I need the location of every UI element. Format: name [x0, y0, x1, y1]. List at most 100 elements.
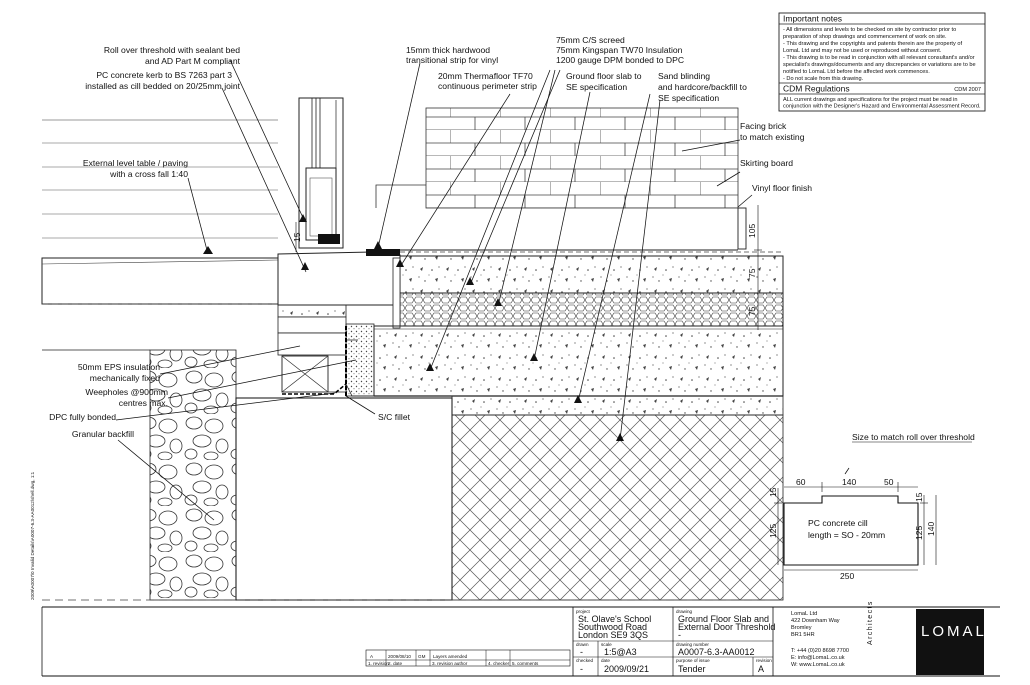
purpose-value: Tender [678, 664, 706, 674]
revision-row-cell: Layers amended [433, 654, 468, 659]
label-hardwood-strip: 15mm thick hardwood [406, 45, 490, 55]
revision-label: revision [756, 658, 772, 663]
kingspan-insulation [399, 292, 784, 327]
dim-cill-125-left: 125 [768, 524, 778, 538]
label-vinyl-floor: Vinyl floor finish [752, 183, 812, 193]
leader-ticks [203, 214, 624, 441]
label-ground-floor-slab: Ground floor slab to [566, 71, 642, 81]
perimeter-strip [392, 257, 401, 329]
revision-header: 1. revision [368, 661, 389, 666]
dim-cill-140: 140 [842, 477, 856, 487]
drawing-number-label: drawing number [676, 642, 709, 647]
concrete-foundation [235, 397, 453, 601]
drawing-title: - [678, 630, 681, 640]
granular-backfill [149, 349, 237, 601]
cdm-line: ALL current drawings and specifications … [783, 97, 958, 103]
dim-cill-125-right: 125 [914, 526, 924, 540]
lomal-logo-block [916, 609, 984, 675]
revision-row-cell: 2009/08/10 [388, 654, 411, 659]
leader-lines [115, 59, 850, 521]
dim-cill-140-right: 140 [926, 522, 936, 536]
dim-cill-15-right: 15 [914, 492, 924, 502]
label-hardwood-strip: transitional strip for vinyl [406, 55, 498, 65]
company-phone: T: +44 (0)20 8698 7700 [791, 648, 849, 654]
note-line: - This drawing and the copyrights and pa… [783, 41, 962, 47]
label-ground-floor-slab: SE specification [566, 82, 627, 92]
drawing-label: drawing [676, 609, 693, 614]
revision-header: 2. date [388, 661, 402, 666]
revision-header: 3. revision author [432, 661, 468, 666]
project-address: Southwood Road [578, 622, 647, 632]
sand-blinding [451, 395, 784, 416]
label-weepholes: centres max. [119, 398, 168, 408]
hardcore-backfill [451, 414, 784, 601]
drawing-number: A0007-6.3-AA0012 [678, 647, 755, 657]
scale-value: 1:5@A3 [604, 647, 637, 657]
revision-value: A [758, 664, 764, 674]
note-line: LomaL Ltd and may not be used or reprodu… [783, 48, 942, 54]
dim-cill-50: 50 [884, 477, 894, 487]
note-line: - Do not scale from this drawing. [783, 76, 864, 82]
label-roll-over-threshold: and AD Part M compliant [145, 56, 241, 66]
cill-detail: Size to match roll over threshold 60 140… [768, 432, 975, 581]
label-pc-cill: PC concrete cill [808, 518, 868, 528]
cdm-code: CDM 2007 [954, 87, 981, 93]
cavity-wall [235, 304, 453, 601]
important-notes-title: Important notes [783, 14, 842, 24]
checked-value: - [580, 664, 583, 674]
label-facing-brick: to match existing [740, 132, 805, 142]
section-dimensions: 15 105 75 75 [292, 205, 762, 330]
label-granular-backfill: Granular backfill [72, 429, 134, 439]
note-line: specialist's drawings/documents and any … [783, 62, 976, 68]
external-paving [41, 119, 279, 305]
important-notes-box: Important notes - All dimensions and lev… [778, 12, 986, 112]
drawing-title: Ground Floor Slab and [678, 614, 769, 624]
company-email: E: info@LomaL.co.uk [791, 655, 845, 661]
dim-15-door: 15 [292, 232, 302, 242]
scale-label: scale [601, 642, 612, 647]
hardwood-strip [366, 249, 400, 256]
company-name: LomaL Ltd [791, 611, 817, 617]
dim-75-screed: 75 [747, 268, 757, 278]
label-size-match: Size to match roll over threshold [852, 432, 975, 442]
skirting-board [737, 207, 747, 250]
drawn-value: - [580, 647, 583, 657]
label-eps-insulation: mechanically fixed [90, 373, 160, 383]
dim-cill-60: 60 [796, 477, 806, 487]
label-external-level: External level table / paving [83, 158, 188, 168]
purpose-label: purpose of issue [676, 658, 710, 663]
dim-cill-15-left: 15 [768, 487, 778, 497]
company-address: BR1 5HR [791, 632, 815, 638]
label-skirting-board: Skirting board [740, 158, 793, 168]
lomal-logo: LOMAL [921, 623, 987, 640]
title-block: A 2009/08/10 GM Layers amended 1. revisi… [41, 600, 1000, 677]
label-pc-cill: length = SO - 20mm [808, 530, 885, 540]
label-thermafloor: 20mm Thermafloor TF70 [438, 71, 533, 81]
label-dpc: DPC fully bonded [49, 412, 116, 422]
cdm-title: CDM Regulations [783, 84, 850, 94]
label-external-level: with a cross fall 1:40 [109, 169, 188, 179]
dim-75-insulation: 75 [747, 306, 757, 316]
project-address: London SE9 3QS [578, 630, 648, 640]
eps-insulation [345, 323, 375, 397]
label-sand-blinding: and hardcore/backfill to [658, 82, 747, 92]
date-value: 2009/09/21 [604, 664, 649, 674]
company-address: Bromley [791, 625, 812, 631]
architects-label: Architects [867, 600, 874, 645]
project-name: St. Olave's School [578, 614, 651, 624]
date-label: date [601, 658, 610, 663]
label-concrete-kerb: installed as cill bedded on 20/25mm join… [85, 81, 240, 91]
note-line: notified to LomaL Ltd before the affecte… [783, 69, 930, 75]
checked-label: checked [576, 658, 594, 663]
label-facing-brick: Facing brick [740, 121, 787, 131]
revision-row-cell: A [370, 654, 374, 659]
drawn-label: drawn [576, 642, 589, 647]
file-reference: 2009\A0007\0 Invalid Details\A0007-6.3-A… [30, 471, 35, 600]
label-sand-blinding: SE specification [658, 93, 719, 103]
dim-105: 105 [747, 224, 757, 238]
screed-layer [399, 255, 784, 294]
label-dpm: 1200 gauge DPM bonded to DPC [556, 55, 684, 65]
note-line: - All dimensions and levels to be checke… [783, 27, 956, 33]
